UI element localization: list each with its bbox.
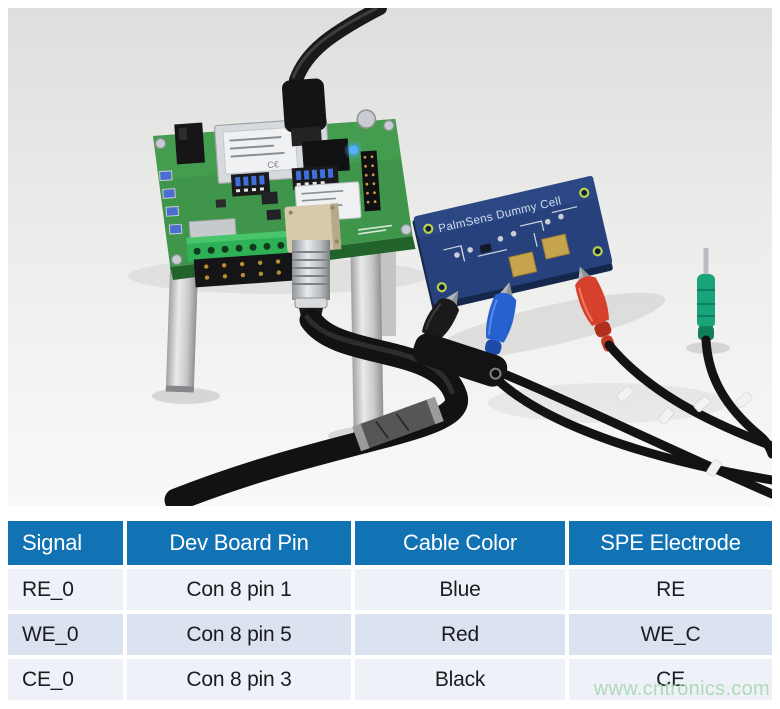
table-cell-electrode: WE_C [569, 614, 772, 655]
sensor-cable [164, 308, 468, 506]
table-cell-signal: RE_0 [8, 569, 123, 610]
table-cell-pin: Con 8 pin 1 [127, 569, 351, 610]
dip-switch-left [230, 172, 271, 197]
table-cell-pin: Con 8 pin 5 [127, 614, 351, 655]
cable-label-tape [352, 396, 444, 452]
dome-button [356, 109, 377, 129]
cable-label-bands [616, 385, 753, 477]
usb-cable [289, 8, 387, 87]
terminal-block [186, 230, 294, 262]
table-cell-color: Black [355, 659, 565, 700]
front-pin-headers [193, 252, 298, 288]
table-cell-signal: CE_0 [8, 659, 123, 700]
pin-connector-green [697, 248, 715, 340]
hardware-photo: C€ [8, 8, 772, 506]
column-header-dev-board-pin: Dev Board Pin [127, 521, 351, 565]
hardware-photo-svg: C€ [8, 8, 772, 506]
dummy-cell-board: PalmSens Dummy Cell [412, 176, 613, 312]
table-cell-signal: WE_0 [8, 614, 123, 655]
status-led [343, 140, 364, 161]
left-edge-components [158, 170, 183, 235]
table-cell-electrode: RE [569, 569, 772, 610]
column-header-signal: Signal [8, 521, 123, 565]
lemo-connector [292, 240, 330, 326]
table-cell-color: Red [355, 614, 565, 655]
column-header-spe-electrode: SPE Electrode [569, 521, 772, 565]
table-cell-color: Blue [355, 569, 565, 610]
site-watermark: www.cntronics.com [593, 678, 770, 700]
tall-pin-header [360, 150, 381, 212]
table-cell-electrode: CE [569, 659, 772, 700]
svg-text:C€: C€ [267, 159, 279, 170]
table-cell-pin: Con 8 pin 3 [127, 659, 351, 700]
black-jack-body [412, 333, 508, 387]
usb-receptacle [301, 138, 350, 174]
column-header-cable-color: Cable Color [355, 521, 565, 565]
signal-mapping-table: Signal Dev Board Pin Cable Color SPE Ele… [8, 521, 772, 700]
